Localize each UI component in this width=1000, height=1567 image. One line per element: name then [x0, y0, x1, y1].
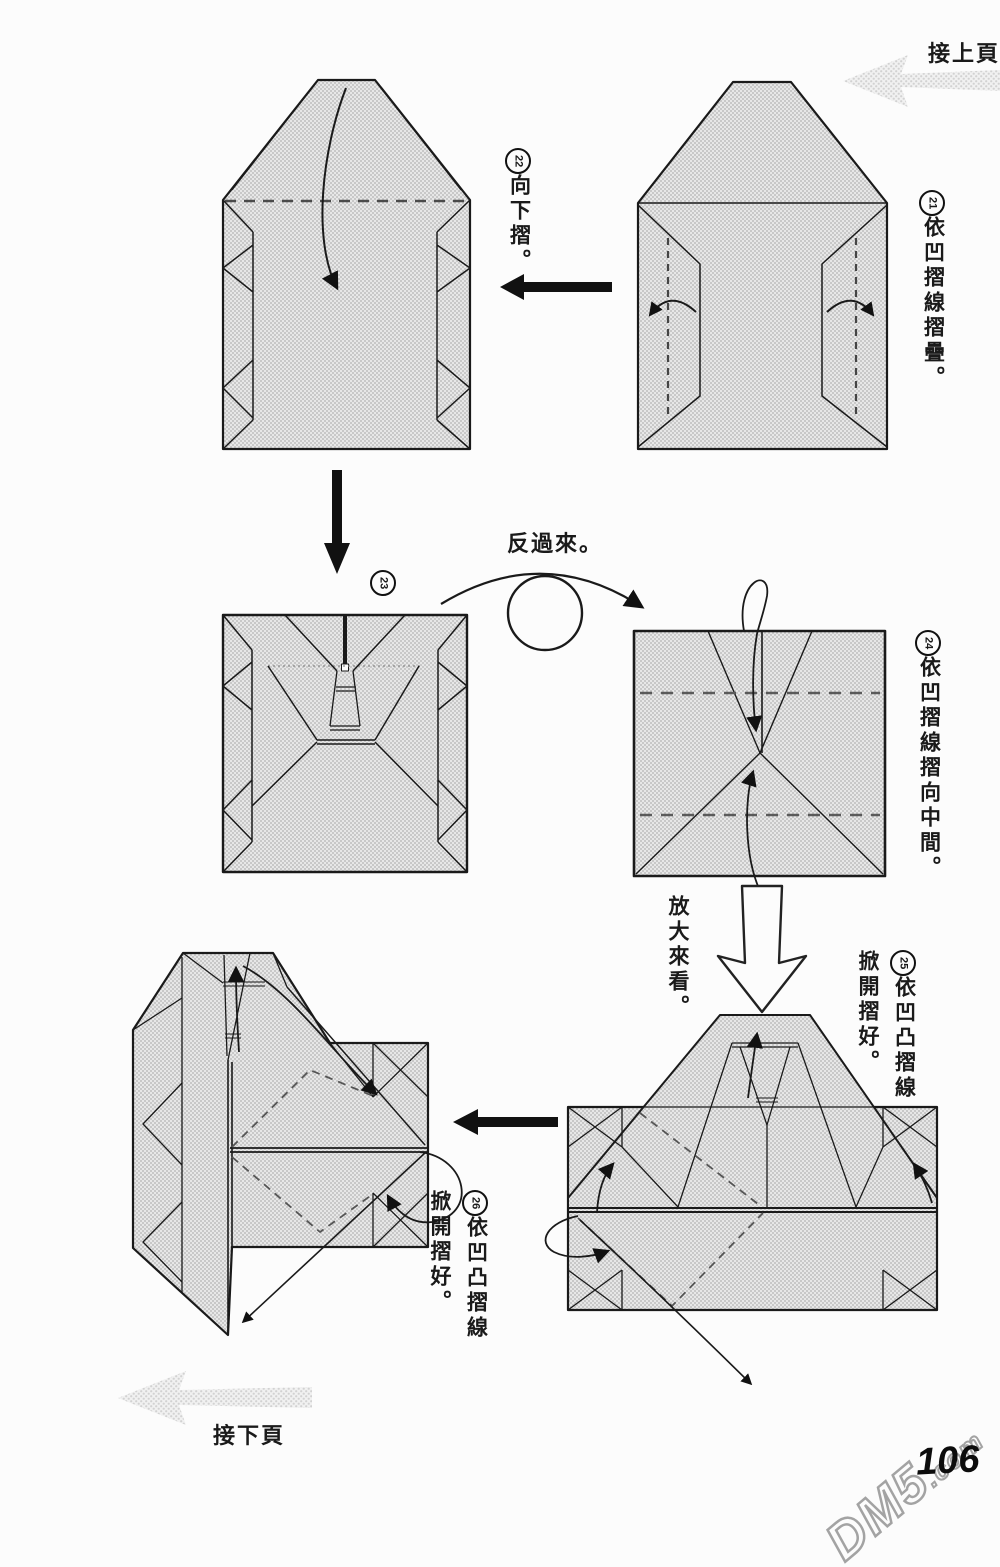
diagram-step-22 — [221, 78, 472, 451]
step-22-label: 22向下摺。 — [498, 148, 535, 274]
continue-prev-arrow-icon — [843, 55, 1000, 107]
arrow-down-icon — [324, 470, 350, 574]
step-26-text-line2: 掀開摺好。 — [428, 1190, 451, 1315]
diagram-step-21 — [636, 80, 889, 451]
step-24-label: 24依凹摺線摺向中間。 — [908, 630, 945, 881]
step-25-text-line1: 依凹凸摺線 — [892, 976, 916, 1101]
diagram-step-26 — [131, 951, 463, 1337]
zoom-in-label: 放大來看。 — [666, 895, 689, 1020]
step-23-label: 23 — [363, 570, 400, 596]
step-25-label: 25依凹凸摺線 掀開摺好。 — [852, 950, 920, 1101]
continue-next-arrow-icon — [118, 1371, 312, 1425]
diagram-step-23 — [221, 613, 469, 874]
diagram-step-25 — [544, 1014, 939, 1386]
zoom-arrow-icon — [716, 884, 808, 1014]
step-22-badge: 22 — [505, 148, 531, 174]
step-24-badge: 24 — [915, 630, 941, 656]
step-26-badge: 26 — [462, 1190, 488, 1216]
continue-next-label: 接下頁 — [213, 1423, 286, 1448]
step-26-text-line1: 依凹凸摺線 — [464, 1216, 488, 1341]
step-24-text: 依凹摺線摺向中間。 — [917, 656, 941, 881]
step-21-badge: 21 — [919, 190, 945, 216]
step-25-text-line2: 掀開摺好。 — [856, 950, 879, 1075]
turn-over-label: 反過來。 — [507, 531, 604, 556]
diagram-step-24 — [632, 579, 887, 894]
continue-prev-label: 接上頁 — [928, 41, 1000, 66]
turn-over-symbol — [440, 572, 645, 652]
arrow-left-icon — [453, 1109, 558, 1135]
arrow-left-icon — [500, 274, 612, 300]
page-number: 106 — [914, 1438, 981, 1484]
step-21-text: 依凹摺線摺疊。 — [921, 216, 945, 391]
step-26-label: 26依凹凸摺線 掀開摺好。 — [424, 1190, 492, 1341]
step-21-label: 21依凹摺線摺疊。 — [912, 190, 949, 391]
step-23-badge: 23 — [370, 570, 396, 596]
step-25-badge: 25 — [890, 950, 916, 976]
step-22-text: 向下摺。 — [507, 174, 531, 274]
